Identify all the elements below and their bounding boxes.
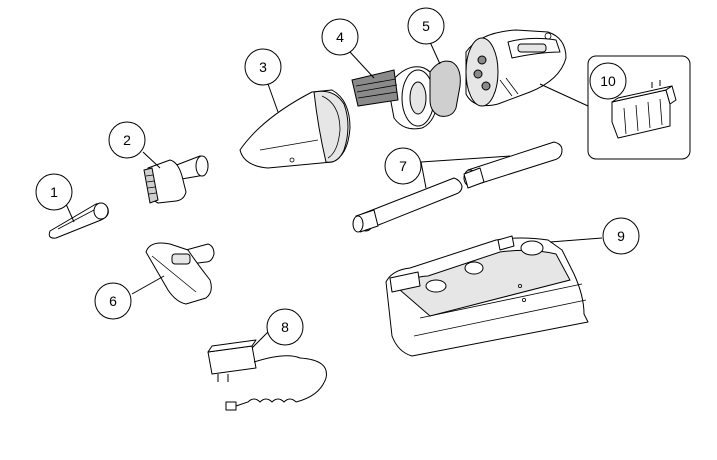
callout-10-label: 10 <box>600 73 616 89</box>
callout-3: 3 <box>244 48 282 86</box>
callout-1: 1 <box>35 173 73 211</box>
extension-tubes-part <box>352 141 563 233</box>
callout-9-label: 9 <box>617 228 625 244</box>
callout-4: 4 <box>321 18 359 56</box>
leader-5 <box>429 41 441 65</box>
callout-6-label: 6 <box>109 293 117 309</box>
crevice-tool-part <box>48 202 109 239</box>
leader-3 <box>267 83 279 113</box>
callout-4-label: 4 <box>336 29 344 45</box>
dust-bowl-part <box>239 89 351 169</box>
callout-1-label: 1 <box>50 184 58 200</box>
leader-10 <box>539 83 589 107</box>
callout-3-label: 3 <box>259 59 267 75</box>
callout-5-label: 5 <box>422 18 430 34</box>
callout-5: 5 <box>407 7 445 45</box>
charging-base-part <box>385 235 589 357</box>
charger-adapter-part <box>207 339 327 411</box>
callout-2: 2 <box>108 121 146 159</box>
callout-6: 6 <box>94 282 132 320</box>
leader-2 <box>142 151 161 169</box>
leader-7b <box>420 155 511 163</box>
dusting-brush-part <box>143 155 209 204</box>
pre-filter-part <box>429 60 461 117</box>
leader-1 <box>65 203 75 223</box>
callout-9: 9 <box>602 217 640 255</box>
callout-7-label: 7 <box>399 158 407 174</box>
callout-2-label: 2 <box>123 132 131 148</box>
floor-nozzle-part <box>145 242 215 305</box>
leader-lines <box>65 41 603 349</box>
callout-7: 7 <box>384 147 422 185</box>
callout-10: 10 <box>589 62 627 100</box>
leader-9 <box>549 237 603 243</box>
motor-unit-part <box>465 29 567 107</box>
filter-part <box>351 66 439 130</box>
leader-6 <box>131 275 165 295</box>
leader-8 <box>251 331 269 349</box>
callout-8-label: 8 <box>281 319 289 335</box>
leader-7a <box>420 161 427 189</box>
leader-4 <box>349 51 375 79</box>
callout-8: 8 <box>266 308 304 346</box>
